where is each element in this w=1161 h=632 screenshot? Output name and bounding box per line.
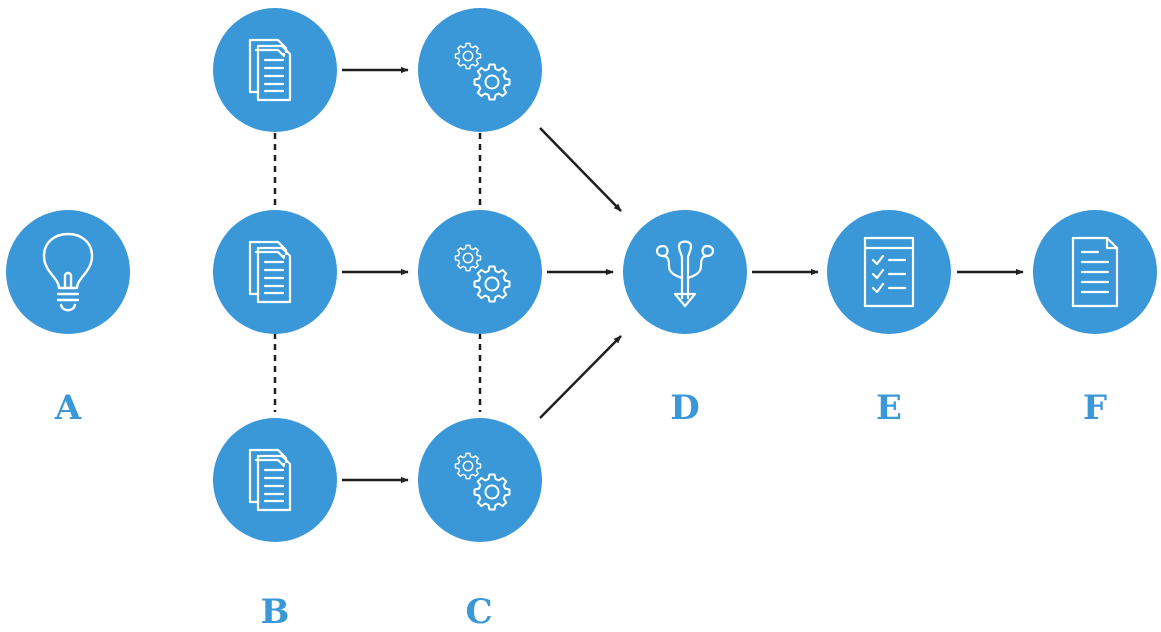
node-b1 <box>213 8 337 132</box>
arrow-c1-d <box>539 127 622 212</box>
node-b2 <box>213 210 337 334</box>
node-c2 <box>418 210 542 334</box>
node-c1 <box>418 8 542 132</box>
node-c3 <box>418 418 542 542</box>
label-c: C <box>465 592 493 632</box>
node-e <box>827 210 951 334</box>
node-b3 <box>213 418 337 542</box>
node-f <box>1033 210 1157 334</box>
node-a <box>6 210 130 334</box>
label-a: A <box>54 388 82 428</box>
arrow-c3-d <box>539 335 622 419</box>
label-f: F <box>1082 388 1108 428</box>
node-d <box>623 210 747 334</box>
label-d: D <box>670 388 700 428</box>
label-b: B <box>260 592 290 632</box>
label-e: E <box>876 388 902 428</box>
